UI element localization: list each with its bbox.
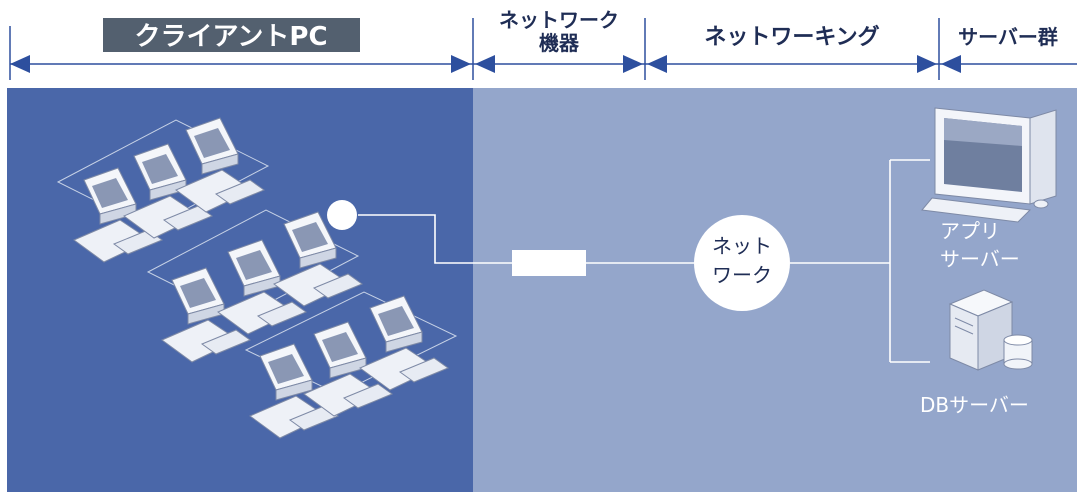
network-node-label-line1: ネット [712,234,772,258]
network-node-label-line2: ワーク [712,263,772,287]
app-server-label-line1: アプリ [940,219,1000,243]
client-pc-header-box [103,18,360,52]
section-axis [9,18,1077,80]
section-arrowheads [10,55,961,73]
db-server-label: DBサーバー [920,393,1029,417]
network-device-header-line1: ネットワーク [499,8,619,32]
networking-header: ネットワーキング [704,24,879,50]
hub-node [327,200,357,230]
network-node [694,215,790,311]
client-pc-header: クライアントPC [134,22,327,52]
desktop-workstation-icon [921,107,1057,223]
app-server-label-line2: サーバー [940,247,1020,271]
network-device-header-line2: 機器 [539,31,580,55]
connection-lines [358,159,930,363]
network-device-box [512,250,586,276]
server-group-header: サーバー群 [958,25,1058,49]
database-cylinder-icon [1003,334,1033,370]
client-pc-panel [7,88,473,492]
tower-server-icon [948,289,1014,371]
